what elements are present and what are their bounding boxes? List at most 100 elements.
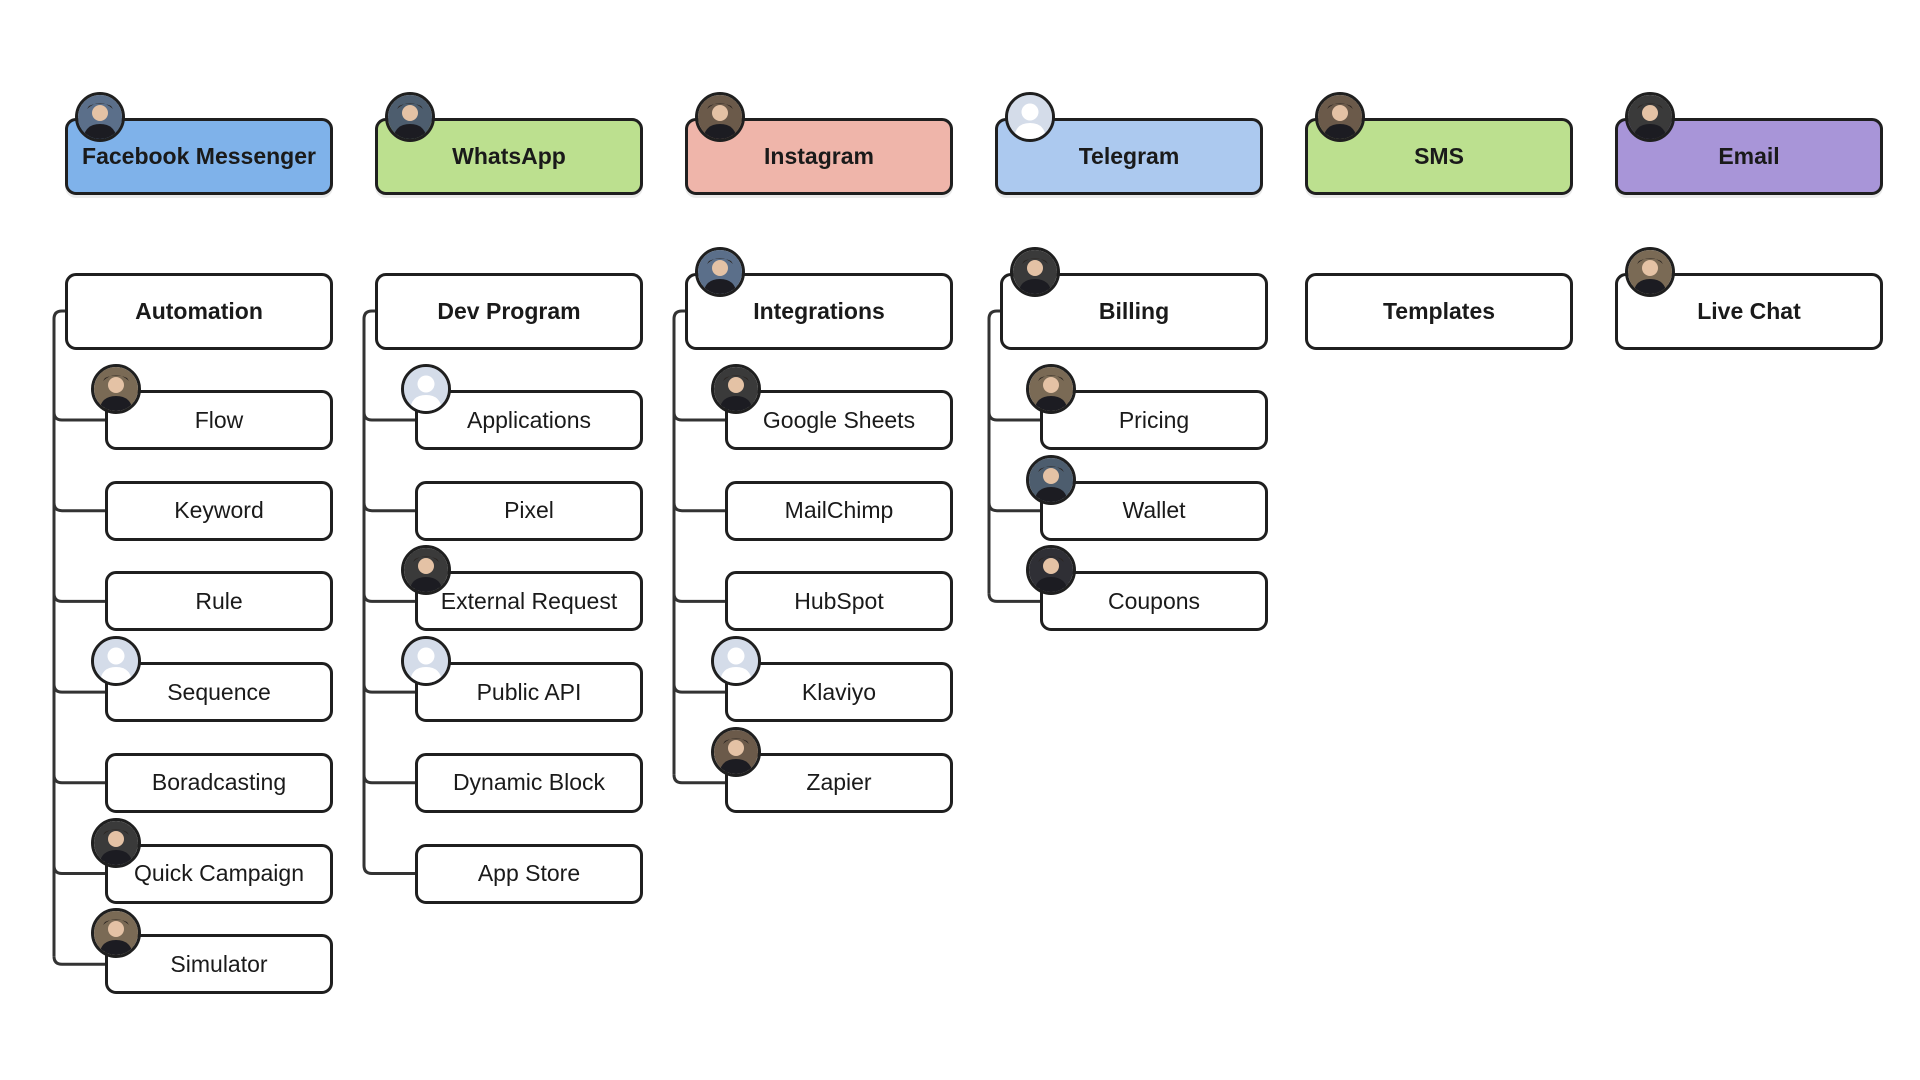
connector-branch <box>987 502 1040 513</box>
channel-avatar <box>385 92 435 142</box>
item-google-sheets[interactable]: Google Sheets <box>725 390 953 450</box>
connector-branch <box>52 502 105 513</box>
item-rule[interactable]: Rule <box>105 571 333 632</box>
section-avatar <box>1010 247 1060 297</box>
channel-label: SMS <box>1414 143 1464 169</box>
item-avatar <box>91 908 141 959</box>
item-public-api[interactable]: Public API <box>415 662 643 723</box>
connector-branch <box>52 956 105 966</box>
item-label: Public API <box>476 678 582 705</box>
connector-branch <box>672 502 725 513</box>
item-avatar <box>401 364 451 414</box>
connector-branch <box>52 411 105 422</box>
item-label: Google Sheets <box>762 406 916 433</box>
connector-branch <box>362 684 415 694</box>
item-dynamic-block[interactable]: Dynamic Block <box>415 752 643 813</box>
channel-avatar <box>1315 92 1365 142</box>
item-flow[interactable]: Flow <box>105 390 333 450</box>
connector-branch <box>52 593 105 603</box>
item-avatar <box>711 726 761 777</box>
connector-branch <box>987 411 1040 422</box>
item-pricing[interactable]: Pricing <box>1040 390 1268 450</box>
section-templates[interactable]: Templates <box>1305 273 1573 350</box>
channel-label: WhatsApp <box>452 143 566 169</box>
connector-branch <box>52 865 105 875</box>
connector-branch <box>362 502 415 513</box>
section-label: Automation <box>135 298 263 324</box>
connector-branch <box>362 774 415 785</box>
item-label: App Store <box>477 860 581 886</box>
item-coupons[interactable]: Coupons <box>1040 571 1268 632</box>
connector-branch <box>987 593 1040 603</box>
channel-label: Facebook Messenger <box>82 143 316 169</box>
item-avatar <box>1026 545 1076 596</box>
item-pixel[interactable]: Pixel <box>415 480 643 541</box>
item-boradcasting[interactable]: Boradcasting <box>105 752 333 813</box>
item-keyword[interactable]: Keyword <box>105 480 333 541</box>
item-label: Pixel <box>504 497 554 524</box>
item-avatar <box>91 817 141 868</box>
item-label: Zapier <box>806 769 872 796</box>
section-label: Templates <box>1382 298 1496 324</box>
item-avatar <box>711 636 761 687</box>
item-avatar <box>401 545 451 596</box>
section-label: Dev Program <box>437 298 581 324</box>
item-sequence[interactable]: Sequence <box>105 662 333 723</box>
connector-branch <box>672 684 725 694</box>
item-label: Rule <box>195 587 243 614</box>
connector-branch <box>362 865 415 875</box>
item-mailchimp[interactable]: MailChimp <box>725 480 953 541</box>
connector-branch <box>672 593 725 603</box>
item-avatar <box>401 636 451 687</box>
item-label: MailChimp <box>784 497 894 524</box>
channel-avatar <box>1005 92 1055 142</box>
item-avatar <box>91 636 141 687</box>
item-label: Flow <box>194 406 244 433</box>
section-dev-program[interactable]: Dev Program <box>375 273 643 350</box>
section-automation[interactable]: Automation <box>65 273 333 350</box>
item-avatar <box>1026 364 1076 414</box>
section-label: Integrations <box>753 298 885 324</box>
item-label: Applications <box>466 406 592 433</box>
channel-avatar <box>1625 92 1675 142</box>
connector-branch <box>52 774 105 785</box>
item-avatar <box>1026 454 1076 505</box>
channel-avatar <box>75 92 125 142</box>
item-external-request[interactable]: External Request <box>415 571 643 632</box>
channel-label: Telegram <box>1078 143 1180 169</box>
connector-trunk <box>52 309 65 957</box>
item-zapier[interactable]: Zapier <box>725 752 953 813</box>
connector-branch <box>672 774 725 785</box>
item-label: Dynamic Block <box>452 769 606 796</box>
connector-trunk <box>987 309 1000 594</box>
item-label: Simulator <box>170 950 268 977</box>
connector-trunk <box>362 309 375 866</box>
item-label: Sequence <box>167 678 271 705</box>
connector-branch <box>362 411 415 422</box>
item-avatar <box>711 364 761 414</box>
item-app-store[interactable]: App Store <box>415 843 643 904</box>
connector-branch <box>52 684 105 694</box>
item-simulator[interactable]: Simulator <box>105 934 333 995</box>
item-label: HubSpot <box>794 587 884 614</box>
item-wallet[interactable]: Wallet <box>1040 480 1268 541</box>
section-label: Billing <box>1098 298 1170 324</box>
section-avatar <box>695 247 745 297</box>
item-klaviyo[interactable]: Klaviyo <box>725 662 953 723</box>
item-label: Coupons <box>1107 587 1201 614</box>
channel-label: Email <box>1718 143 1780 169</box>
item-label: Pricing <box>1118 406 1190 433</box>
item-quick-campaign[interactable]: Quick Campaign <box>105 843 333 904</box>
connector-trunk <box>672 309 685 775</box>
connector-branch <box>362 593 415 603</box>
item-hubspot[interactable]: HubSpot <box>725 571 953 632</box>
item-label: Klaviyo <box>801 678 877 705</box>
channel-label: Instagram <box>764 143 874 169</box>
item-label: Quick Campaign <box>133 860 305 886</box>
item-label: External Request <box>440 587 618 614</box>
channel-avatar <box>695 92 745 142</box>
connector-branch <box>672 411 725 422</box>
item-applications[interactable]: Applications <box>415 390 643 450</box>
